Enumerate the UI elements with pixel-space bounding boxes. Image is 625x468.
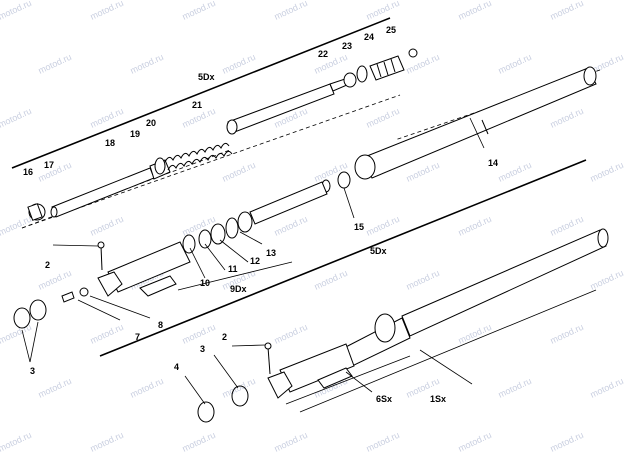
watermark-text: motod.ru <box>273 430 309 454</box>
label-9dx: 9Dx <box>230 284 247 294</box>
label-5dx-upper: 5Dx <box>198 72 215 82</box>
label-23: 23 <box>342 41 352 51</box>
watermark-text: motod.ru <box>181 322 217 346</box>
damper-rod-assembly <box>27 48 418 221</box>
label-19: 19 <box>130 129 140 139</box>
label-8: 8 <box>158 320 163 330</box>
watermark-text: motod.ru <box>365 106 401 130</box>
left-fork-leg <box>264 228 609 399</box>
watermark-text: motod.ru <box>313 268 349 292</box>
label-6sx: 6Sx <box>376 394 392 404</box>
watermark-text: motod.ru <box>497 376 533 400</box>
label-3-lower: 3 <box>200 344 205 354</box>
watermark-text: motod.ru <box>37 268 73 292</box>
watermark-text: motod.ru <box>549 214 585 238</box>
part-25-ring <box>408 48 418 58</box>
watermark-text: motod.ru <box>129 52 165 76</box>
watermark-text: motod.ru <box>549 322 585 346</box>
watermark-text: motod.ru <box>549 430 585 454</box>
watermark-text: motod.ru <box>405 160 441 184</box>
label-13: 13 <box>266 248 276 258</box>
watermark-text: motod.ru <box>0 214 33 238</box>
watermark-text: motod.ru <box>365 430 401 454</box>
watermark-text: motod.ru <box>589 268 625 292</box>
callouts: 2 3 7 8 9Dx 10 11 12 13 14 15 16 17 18 1… <box>23 25 498 404</box>
watermark-text: motod.ru <box>405 268 441 292</box>
watermark-layer: motod.ru motod.ru motod.ru motod.ru motod.ru… <box>0 0 625 454</box>
watermark-text: motod.ru <box>273 322 309 346</box>
watermark-text: motod.ru <box>221 160 257 184</box>
watermark-text: motod.ru <box>0 430 33 454</box>
part-19-spacer <box>154 157 166 175</box>
label-12: 12 <box>250 256 260 266</box>
label-2-lower: 2 <box>222 332 227 342</box>
part-3-4-clamps-lower <box>197 385 249 423</box>
watermark-text: motod.ru <box>89 322 125 346</box>
watermark-text: motod.ru <box>129 376 165 400</box>
label-24: 24 <box>364 32 374 42</box>
label-7: 7 <box>135 332 140 342</box>
label-2-upper: 2 <box>45 260 50 270</box>
watermark-text: motod.ru <box>273 214 309 238</box>
watermark-text: motod.ru <box>37 52 73 76</box>
watermark-text: motod.ru <box>89 0 125 22</box>
watermark-text: motod.ru <box>273 0 309 22</box>
watermark-text: motod.ru <box>37 376 73 400</box>
label-10: 10 <box>200 278 210 288</box>
watermark-text: motod.ru <box>37 160 73 184</box>
part-24-cap <box>369 55 405 81</box>
label-4: 4 <box>174 362 179 372</box>
label-11: 11 <box>228 264 238 274</box>
watermark-text: motod.ru <box>0 106 33 130</box>
watermark-text: motod.ru <box>457 322 493 346</box>
label-18: 18 <box>105 138 115 148</box>
label-20: 20 <box>146 118 156 128</box>
watermark-text: motod.ru <box>89 106 125 130</box>
watermark-text: motod.ru <box>181 0 217 22</box>
part-15-bushing <box>337 171 351 189</box>
label-1sx: 1Sx <box>430 394 446 404</box>
watermark-text: motod.ru <box>457 430 493 454</box>
part-21-damper-tube <box>226 78 348 135</box>
watermark-text: motod.ru <box>0 0 33 22</box>
label-14: 14 <box>488 158 498 168</box>
watermark-text: motod.ru <box>497 160 533 184</box>
watermark-text: motod.ru <box>497 52 533 76</box>
watermark-text: motod.ru <box>89 430 125 454</box>
part-16-bushing <box>27 203 46 221</box>
label-21: 21 <box>192 100 202 110</box>
watermark-text: motod.ru <box>457 214 493 238</box>
watermark-text: motod.ru <box>589 376 625 400</box>
label-22: 22 <box>318 49 328 59</box>
label-16: 16 <box>23 167 33 177</box>
watermark-text: motod.ru <box>89 214 125 238</box>
right-slider-assembly <box>61 181 328 303</box>
watermark-text: motod.ru <box>221 376 257 400</box>
watermark-text: motod.ru <box>181 430 217 454</box>
watermark-text: motod.ru <box>589 160 625 184</box>
label-5dx-middle: 5Dx <box>370 246 387 256</box>
part-20-spring <box>164 142 233 171</box>
watermark-text: motod.ru <box>549 0 585 22</box>
part-14-stanchion-tube <box>354 66 597 180</box>
part-22-nut <box>343 72 357 88</box>
watermark-text: motod.ru <box>549 106 585 130</box>
label-3-upper: 3 <box>30 366 35 376</box>
watermark-text: motod.ru <box>365 214 401 238</box>
label-17: 17 <box>44 160 54 170</box>
label-15: 15 <box>354 222 364 232</box>
watermark-text: motod.ru <box>457 0 493 22</box>
label-25: 25 <box>386 25 396 35</box>
watermark-text: motod.ru <box>365 0 401 22</box>
part-23-washer <box>356 65 368 83</box>
part-3-clamps-upper <box>13 299 47 329</box>
leader-lines <box>21 117 597 413</box>
